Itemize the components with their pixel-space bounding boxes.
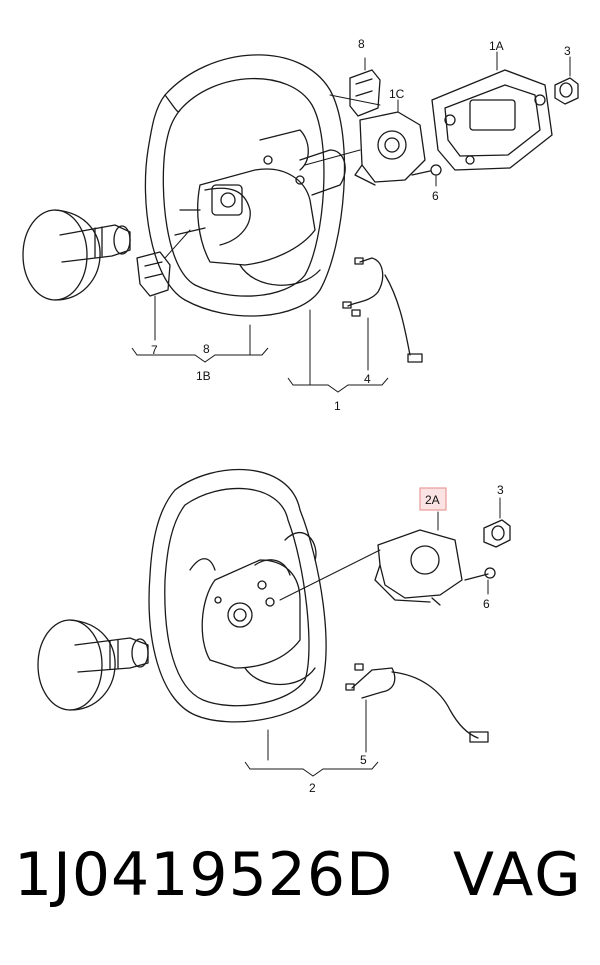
steering-wheel-rim-top [144, 54, 346, 317]
callout-1: 1 [334, 399, 341, 413]
leader-hub-2a [279, 549, 381, 601]
clip-spring-2a [374, 511, 463, 606]
bracket-1 [287, 377, 389, 393]
callout-2: 2 [309, 781, 316, 795]
wiring-harness-5 [345, 663, 489, 753]
callout-4: 4 [364, 372, 371, 386]
wheel-hub-bottom [189, 532, 317, 686]
part-number: 1J0419526D [14, 840, 394, 910]
callout-1a: 1A [489, 39, 504, 53]
bottom-assembly [37, 468, 511, 761]
wiring-harness-4 [342, 257, 423, 371]
steering-column-top [22, 209, 131, 301]
wheel-hub-top [174, 129, 346, 286]
leader-wheel-top [329, 94, 381, 106]
callout-3-bottom: 3 [497, 483, 504, 497]
callout-5: 5 [360, 753, 367, 767]
top-assembly [22, 51, 579, 386]
brand-label: VAG [453, 840, 583, 910]
steering-column-bottom [37, 619, 149, 711]
steering-wheel-parts-diagram: 8 1A 3 1C 6 7 8 1B 4 1 [22, 37, 579, 795]
callout-1c: 1C [389, 87, 405, 101]
callout-1b: 1B [196, 369, 211, 383]
bottom-callout-labels: 2A 3 6 5 2 [309, 483, 504, 795]
callout-8-top: 8 [358, 37, 365, 51]
top-callout-labels: 8 1A 3 1C 6 7 8 1B 4 1 [151, 37, 571, 413]
nut-3-bottom [483, 497, 511, 548]
switch-module-7 [136, 229, 191, 341]
leader-hub-1c [304, 149, 361, 166]
callout-6-bottom: 6 [483, 597, 490, 611]
screw-6-top [411, 164, 442, 187]
airbag-unit-1a [431, 51, 553, 171]
callout-3-top: 3 [564, 44, 571, 58]
callout-7: 7 [151, 343, 158, 357]
clip-spring-1c [354, 99, 426, 186]
bracket-2 [244, 761, 379, 777]
switch-module-8-top [349, 57, 381, 117]
screw-6-bottom [464, 567, 496, 595]
bracket-1b [131, 347, 269, 363]
callout-6-top: 6 [432, 189, 439, 203]
steering-wheel-rim-bottom [148, 468, 327, 723]
callout-2a: 2A [425, 493, 440, 507]
nut-3-top [554, 56, 579, 105]
footer: 1J0419526D VAG [0, 840, 600, 930]
callout-8-bottom: 8 [203, 342, 210, 356]
highlight-box-2a [419, 487, 447, 511]
